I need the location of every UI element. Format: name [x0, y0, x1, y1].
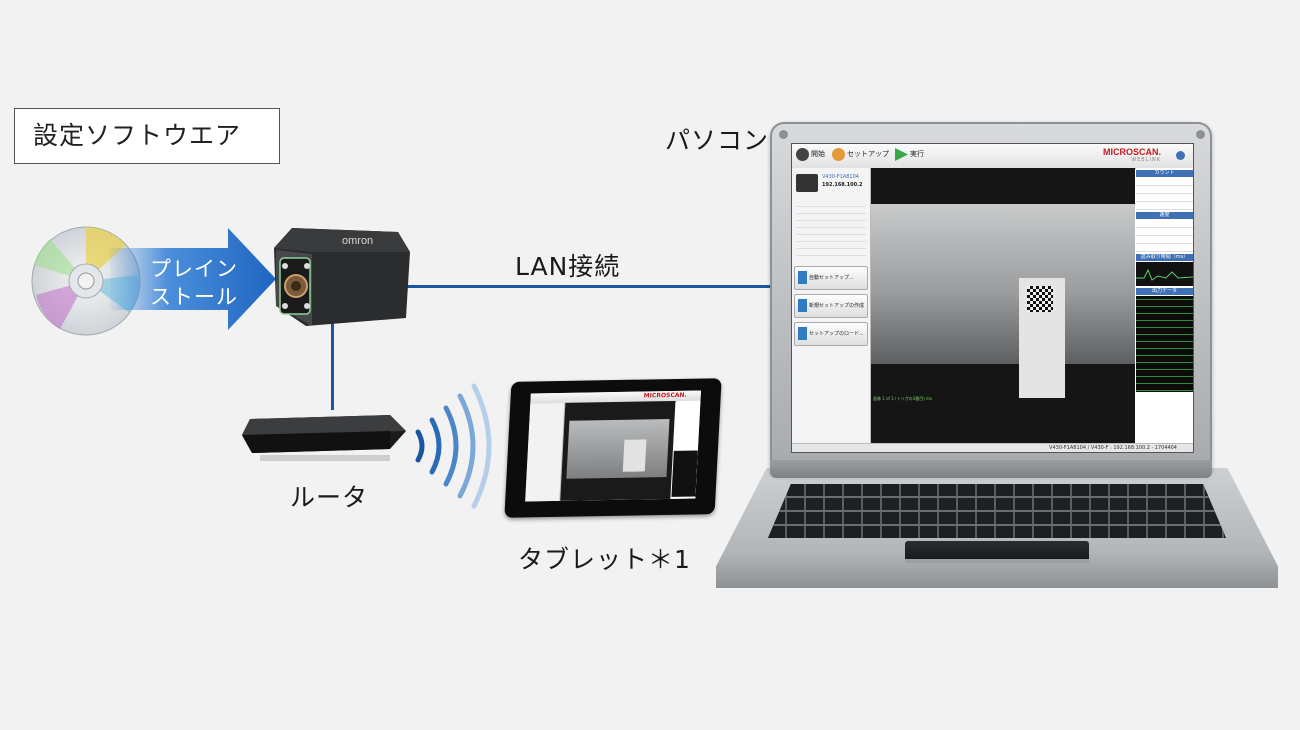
breadcrumb-run[interactable]: 実行 — [910, 150, 924, 158]
tablet-brand-text: MICROSCAN. — [643, 391, 687, 400]
run-icon — [895, 148, 908, 161]
laptop-trackpad — [905, 541, 1089, 563]
image-viewer: 画像 1 of 1 (トリガの3番目) ms — [871, 168, 1135, 443]
device-thumbnail-icon — [796, 174, 818, 192]
load-setup-button[interactable]: セットアップのロード... — [794, 322, 868, 346]
wifi-waves-icon — [415, 383, 492, 509]
barcode-icon — [1027, 286, 1053, 312]
folder-icon — [798, 327, 807, 340]
webui-status-bar: V430-F1A8104 / V430-F : 192.168.100.2 · … — [792, 443, 1193, 452]
read-time-header: 読み取り時間（ms） — [1136, 254, 1193, 261]
count-header: カウント — [1136, 170, 1193, 177]
output-data-header: 出力データ — [1136, 288, 1193, 295]
install-arrow — [110, 228, 276, 330]
auto-setup-button[interactable]: 自動セットアップ... — [794, 266, 868, 290]
webui-right-panel: カウント 速度 読み取り時間（ms） 出力データ — [1136, 168, 1193, 443]
tablet-screen: MICROSCAN. — [525, 390, 702, 502]
lan-label: LAN接続 — [515, 252, 621, 281]
viewer-caption: 画像 1 of 1 (トリガの3番目) ms — [873, 396, 932, 401]
start-icon — [796, 148, 809, 161]
laptop-hinge — [770, 460, 1212, 478]
new-file-icon — [798, 299, 807, 312]
user-icon — [798, 271, 807, 284]
router-icon — [242, 415, 406, 461]
device-ip: 192.168.100.2 — [822, 182, 863, 188]
webui-topbar: 開始 セットアップ 実行 MICROSCAN. WEBLINK — [792, 144, 1193, 169]
camera-image — [871, 204, 1135, 364]
lan-connection-line — [405, 285, 771, 288]
camera-icon: omron — [274, 228, 410, 326]
install-label-line1: プレイン — [150, 257, 238, 281]
router-label: ルータ — [290, 483, 369, 512]
setting-software-label: 設定ソフトウエア — [14, 108, 280, 164]
speed-header: 速度 — [1136, 212, 1193, 219]
new-setup-button[interactable]: 新規セットアップの作成 — [794, 294, 868, 318]
device-name: V430-F1A8104 — [822, 174, 859, 180]
pc-label: パソコン — [665, 126, 770, 155]
microscan-logo: MICROSCAN. — [1103, 147, 1161, 157]
setup-icon — [832, 148, 845, 161]
tablet-label: タブレット＊1 — [518, 545, 691, 574]
output-data-log — [1136, 296, 1193, 392]
weblink-logo: WEBLINK — [1131, 157, 1161, 163]
help-icon[interactable] — [1176, 151, 1185, 160]
breadcrumb-start[interactable]: 開始 — [811, 150, 825, 158]
install-label-line2: ストール — [150, 285, 238, 309]
breadcrumb-setup[interactable]: セットアップ — [847, 150, 889, 158]
read-time-graph — [1136, 262, 1193, 286]
tablet-device: MICROSCAN. — [504, 378, 722, 518]
laptop-screen: 開始 セットアップ 実行 MICROSCAN. WEBLINK V430-F1A… — [791, 143, 1194, 453]
router-connection-line — [331, 320, 334, 410]
camera-brand-text: omron — [342, 235, 373, 247]
webui-sidebar: V430-F1A8104 192.168.100.2 自動セットアップ... 新… — [792, 168, 871, 443]
